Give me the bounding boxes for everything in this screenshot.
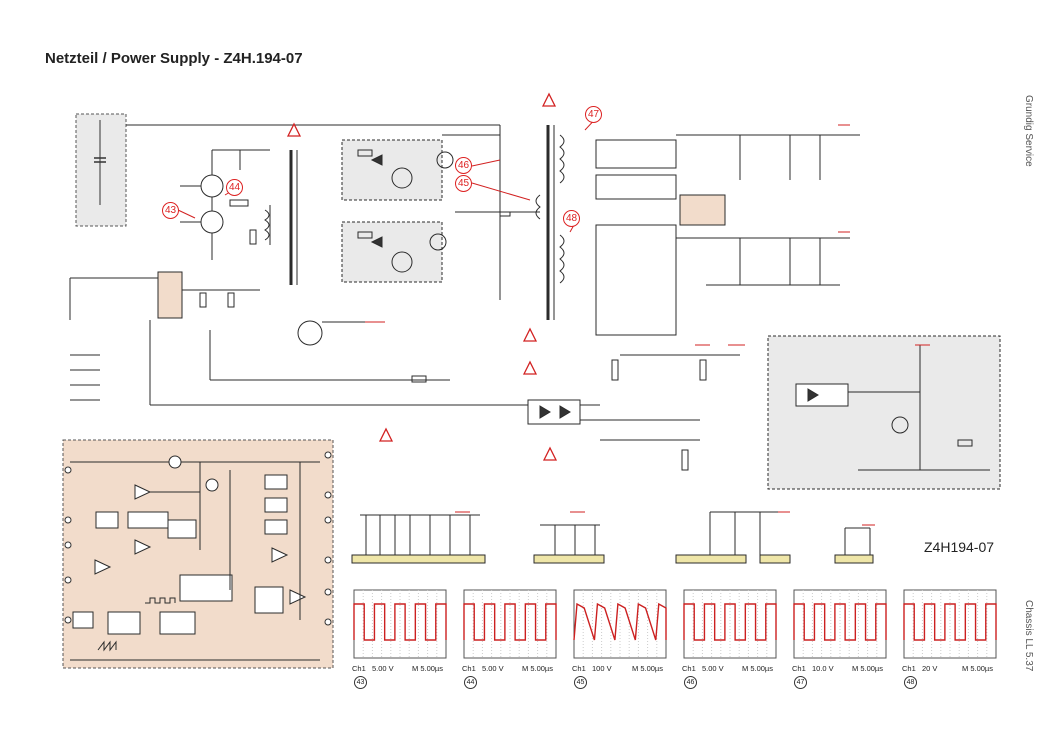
scope-test-point: 48	[904, 676, 917, 689]
scope-channel-label: Ch1	[682, 664, 696, 673]
scope-trace	[903, 603, 997, 641]
ic-internal-diagram	[62, 439, 334, 669]
standby-box	[767, 335, 1001, 490]
side-text-bottom: Chassis LL 5.37	[1023, 600, 1034, 672]
scope-test-point: 43	[354, 676, 367, 689]
scope-volts-label: 5.00 V	[702, 664, 724, 673]
scope-volts-label: 10.0 V	[812, 664, 834, 673]
scope-time-label: M 5.00µs	[632, 664, 663, 673]
page-title: Netzteil / Power Supply - Z4H.194-07	[45, 50, 303, 67]
drawing-number: Z4H194-07	[924, 539, 995, 555]
test-point-43: 43	[162, 202, 179, 219]
power-stage	[341, 125, 540, 300]
scope-test-point: 44	[464, 676, 477, 689]
scope-trace	[793, 603, 887, 641]
scope-volts-label: 5.00 V	[372, 664, 394, 673]
oscillogram-traces	[353, 602, 997, 641]
scope-volts-label: 20 V	[922, 664, 938, 673]
voltage-markers	[365, 124, 930, 526]
scope-channel-label: Ch1	[902, 664, 916, 673]
mains-filter-block	[75, 113, 500, 227]
scope-volts-label: 100 V	[592, 664, 612, 673]
scope-time-label: M 5.00µs	[412, 664, 443, 673]
scope-trace	[683, 603, 777, 641]
connector-strips	[351, 511, 874, 564]
secondary-rectifiers	[595, 134, 860, 336]
warning-triangles	[286, 92, 558, 461]
scope-channel-label: Ch1	[792, 664, 806, 673]
test-point-47: 47	[585, 106, 602, 123]
side-text-top: Grundig Service	[1023, 95, 1034, 167]
scope-trace	[463, 603, 557, 641]
regulation-optocoupler	[527, 354, 740, 471]
scope-channel-label: Ch1	[462, 664, 476, 673]
scope-time-label: M 5.00µs	[852, 664, 883, 673]
test-point-45: 45	[455, 175, 472, 192]
scope-channel-label: Ch1	[572, 664, 586, 673]
scope-channel-label: Ch1	[352, 664, 366, 673]
scope-volts-label: 5.00 V	[482, 664, 504, 673]
standby-switches	[70, 354, 100, 401]
test-point-46: 46	[455, 157, 472, 174]
scope-test-point: 47	[794, 676, 807, 689]
scope-test-point: 45	[574, 676, 587, 689]
test-point-44: 44	[226, 179, 243, 196]
scope-time-label: M 5.00µs	[522, 664, 553, 673]
driver-transistors	[180, 149, 271, 260]
oscillogram-frames	[353, 589, 997, 659]
scope-time-label: M 5.00µs	[742, 664, 773, 673]
scope-test-point: 46	[684, 676, 697, 689]
primary-transformers	[289, 125, 565, 320]
scope-time-label: M 5.00µs	[962, 664, 993, 673]
scope-trace	[353, 603, 447, 641]
test-point-48: 48	[563, 210, 580, 227]
scope-trace	[573, 602, 667, 641]
control-ic	[69, 271, 600, 406]
